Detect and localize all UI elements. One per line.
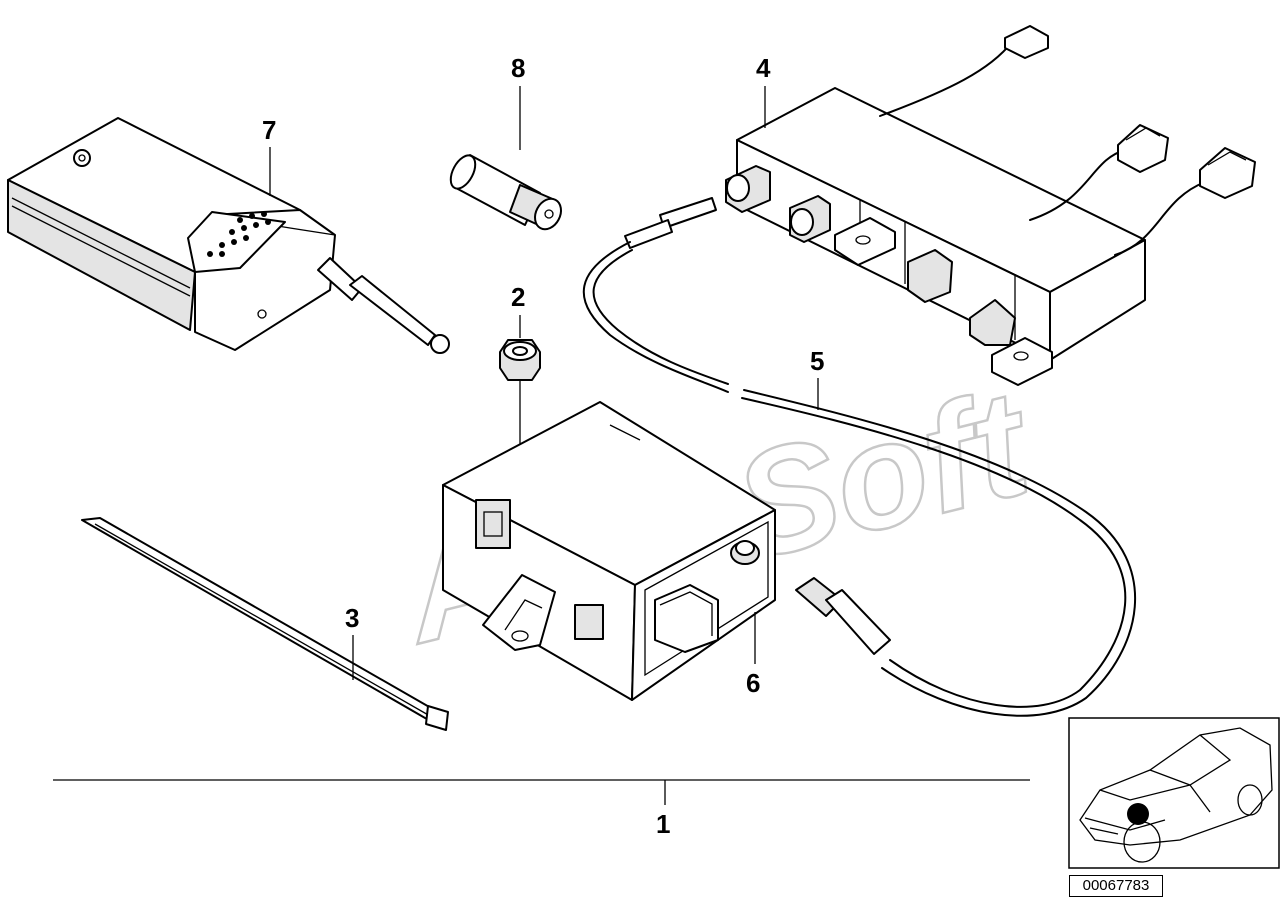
callout-8[interactable]: 8 — [511, 53, 525, 83]
callout-1[interactable]: 1 — [656, 809, 670, 839]
vehicle-location-inset — [1068, 717, 1280, 869]
car-outline — [1079, 727, 1273, 863]
part-6-control-unit[interactable] — [442, 401, 776, 701]
part-5-antenna-cable[interactable] — [582, 197, 1137, 717]
part-8-battery[interactable] — [446, 151, 566, 233]
callout-4[interactable]: 4 — [756, 53, 771, 83]
part-7-remote-transmitter[interactable] — [7, 117, 450, 354]
part-3-cable-tie[interactable] — [81, 517, 449, 731]
part-4-antenna-module[interactable] — [725, 25, 1256, 386]
location-marker — [1127, 803, 1149, 825]
callout-3[interactable]: 3 — [345, 603, 359, 633]
callout-2[interactable]: 2 — [511, 282, 525, 312]
callout-6[interactable]: 6 — [746, 668, 760, 698]
callouts: 1 2 3 4 5 6 7 8 — [53, 53, 1030, 839]
callout-5[interactable]: 5 — [810, 346, 824, 376]
keypad-buttons — [207, 211, 271, 257]
callout-7[interactable]: 7 — [262, 115, 276, 145]
diagram-reference-number: 00067783 — [1069, 875, 1163, 897]
